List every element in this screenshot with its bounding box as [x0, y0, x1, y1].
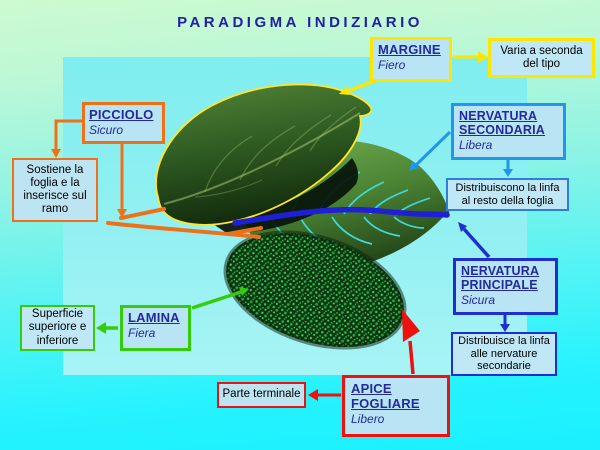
note-box-nervatura-principale: Distribuisce la linfa alle nervature sec… — [451, 332, 557, 376]
nervatura-principale-arrowhead — [458, 222, 467, 232]
petiole-highlight — [106, 207, 263, 239]
lamina-term: LAMINA — [128, 310, 180, 325]
note-box-picciolo: Sostiene la foglia e la inserisce sul ra… — [12, 158, 98, 222]
page-title: PARADIGMA INDIZIARIO — [177, 14, 423, 31]
principal-vein-line — [232, 206, 450, 226]
label-box-nervatura-secondaria: NERVATURA SECONDARIA Libera — [451, 103, 566, 160]
picciolo-connectors — [54, 119, 124, 210]
apice-fogliare-term: APICE FOGLIARE — [351, 381, 420, 411]
leaf-shadow — [210, 158, 359, 234]
picciolo-term: PICCIOLO — [89, 107, 154, 122]
note-box-nervatura-secondaria: Distribuiscono la linfa al resto della f… — [446, 178, 569, 211]
apice-note-arrowhead — [308, 389, 318, 401]
nervatura-principale-term: NERVATURA PRINCIPALE — [461, 264, 540, 293]
apice-line — [408, 340, 415, 375]
note-box-margine: Varia a seconda del tipo — [488, 38, 595, 78]
label-box-margine: MARGINE Fiero — [370, 37, 452, 82]
label-box-apice-fogliare: APICE FOGLIARE Libero — [342, 375, 450, 437]
nervatura-principale-trait: Sicura — [461, 292, 496, 307]
margine-arrowhead — [339, 86, 350, 95]
lamina-trait: Fiera — [128, 325, 156, 340]
nervatura-secondaria-trait: Libera — [459, 137, 493, 152]
nervatura-secondaria-term: NERVATURA SECONDARIA — [459, 109, 546, 138]
leaf-margine-veins — [163, 106, 361, 205]
nervatura-principale-note-arrowhead — [500, 324, 510, 332]
label-box-picciolo: PICCIOLO Sicuro — [82, 102, 165, 144]
apice-arrowhead — [402, 309, 420, 342]
apice-fogliare-trait: Libero — [351, 411, 385, 426]
lamina-note-arrowhead — [96, 322, 106, 334]
lamina-line — [191, 290, 242, 310]
lamina-arrowhead — [239, 287, 249, 296]
label-box-nervatura-principale: NERVATURA PRINCIPALE Sicura — [453, 258, 558, 315]
note-box-apice-fogliare: Parte terminale — [217, 382, 306, 408]
label-box-lamina: LAMINA Fiera — [120, 305, 191, 351]
nervatura-principale-line — [462, 227, 491, 259]
margine-trait: Fiero — [378, 57, 406, 72]
nervatura-secondaria-note-arrowhead — [503, 169, 513, 177]
picciolo-arrowhead — [117, 209, 127, 218]
picciolo-trait: Sicuro — [89, 122, 124, 137]
note-box-lamina: Superficie superiore e inferiore — [20, 305, 95, 351]
leaf-margine — [155, 83, 373, 226]
margine-note-arrowhead — [478, 51, 488, 63]
margine-term: MARGINE — [378, 42, 441, 57]
picciolo-note-arrowhead — [51, 149, 61, 158]
nervatura-secondaria-arrowhead — [409, 161, 419, 171]
nervatura-secondaria-line — [414, 130, 452, 167]
